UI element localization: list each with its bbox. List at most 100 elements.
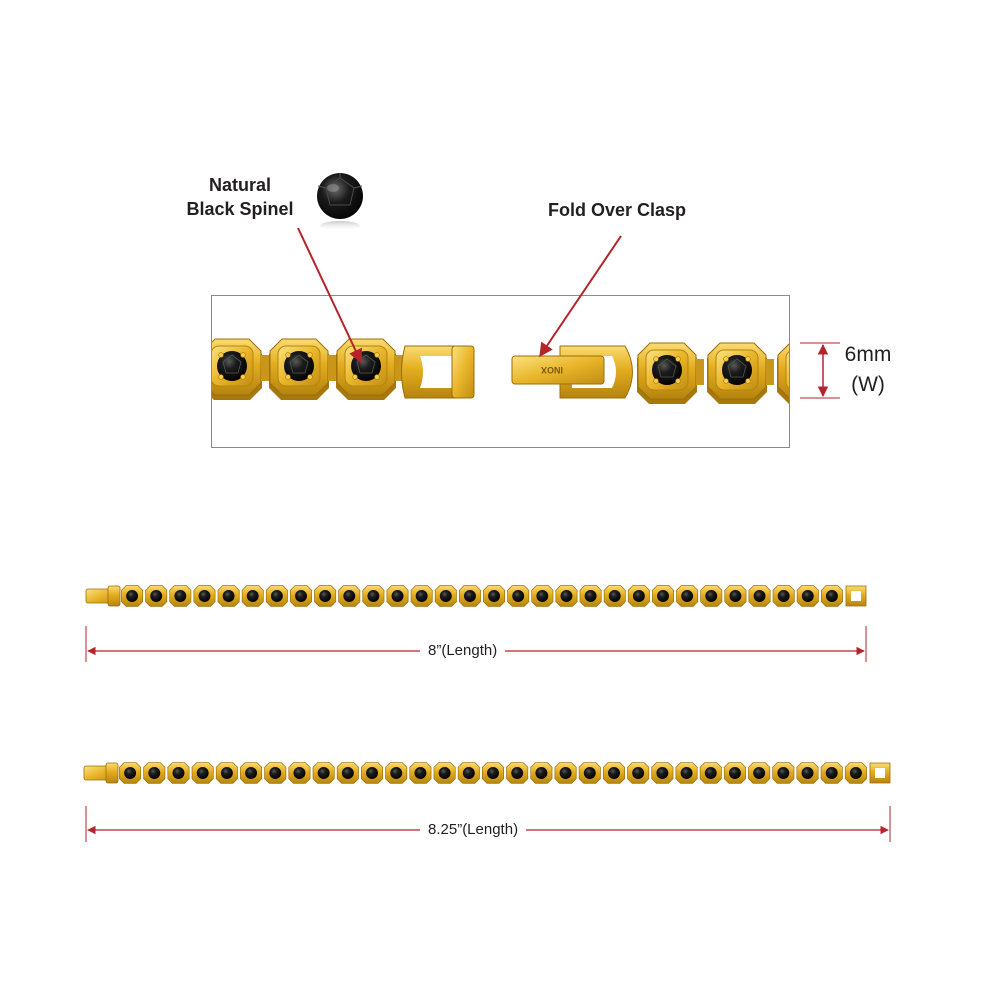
- bracelet-link: [410, 585, 433, 607]
- bracelet-link: [433, 762, 456, 784]
- detail-stone: [792, 355, 822, 385]
- bracelet-link: [288, 762, 311, 784]
- bracelet-link: [386, 585, 409, 607]
- bracelet-stone: [680, 767, 693, 779]
- detail-link: [637, 342, 704, 404]
- bracelet-link: [651, 762, 674, 784]
- bracelet-stone: [777, 590, 790, 602]
- bracelet-link: [506, 762, 529, 784]
- bracelet-link: [193, 585, 216, 607]
- bracelet-link: [385, 762, 408, 784]
- bracelet-stone: [391, 590, 404, 602]
- bracelet-stone: [608, 590, 621, 602]
- bracelet-link: [361, 762, 384, 784]
- bracelet-stone: [536, 590, 549, 602]
- bracelet-stone: [656, 767, 669, 779]
- detail-stone: [652, 355, 682, 385]
- spinel-pointer-arrow: [297, 227, 362, 364]
- bracelet-stone: [220, 767, 233, 779]
- bracelet-link: [482, 762, 504, 784]
- bracelet-link: [748, 762, 771, 784]
- bracelet-link: [241, 585, 264, 607]
- black-spinel-gem-icon: [317, 173, 363, 231]
- bracelet-link: [675, 762, 698, 784]
- bracelet-link: [627, 585, 650, 607]
- bracelet-stone: [462, 767, 475, 779]
- bracelet-detail-closeup: INOX: [135, 338, 822, 404]
- bracelet-link: [627, 762, 650, 784]
- width-label: 6mm (W): [830, 340, 906, 400]
- bracelet-link: [167, 762, 190, 784]
- bracelet-stone: [390, 767, 403, 779]
- bracelet-stone: [487, 767, 499, 779]
- bracelet-stone: [849, 767, 862, 779]
- bracelet-link: [652, 585, 674, 607]
- bracelet-stone: [124, 767, 137, 779]
- bracelet-stone: [729, 590, 742, 602]
- bracelet-stone: [535, 767, 548, 779]
- bracelet-stone: [753, 590, 766, 602]
- spinel-label: Natural Black Spinel: [180, 173, 300, 221]
- bracelet-stone: [632, 767, 645, 779]
- bracelet-link: [772, 762, 795, 784]
- bracelet-stone: [319, 590, 332, 602]
- bracelet-link: [603, 585, 626, 607]
- bracelet-stone: [341, 767, 354, 779]
- bracelet-link: [434, 585, 457, 607]
- bracelet-link: [290, 585, 312, 607]
- clasp-tongue: [511, 355, 605, 385]
- bracelet-stone: [463, 590, 476, 602]
- bracelet-stone: [728, 767, 741, 779]
- bracelet-link: [240, 762, 263, 784]
- bracelet-stone: [317, 767, 330, 779]
- bracelet-link: [772, 585, 795, 607]
- bracelet-stone: [801, 767, 814, 779]
- bracelet-link: [796, 585, 819, 607]
- bracelet-stone: [583, 767, 596, 779]
- bracelet-stone: [511, 767, 524, 779]
- bracelet-8-25-inch: [83, 762, 891, 784]
- bracelet-link: [362, 585, 385, 607]
- bracelet-link: [119, 762, 142, 784]
- bracelet-stone: [366, 767, 378, 779]
- spinel-label-line2: Black Spinel: [186, 199, 294, 219]
- bracelet-link: [699, 762, 722, 784]
- bracelet-link: [676, 585, 699, 607]
- bracelet-stone: [657, 590, 669, 602]
- bracelet-link: [143, 762, 166, 784]
- detail-link: [269, 338, 336, 400]
- detail-link: [707, 342, 774, 404]
- bracelet-link: [579, 585, 602, 607]
- bracelet-link: [215, 762, 238, 784]
- bracelet-stone: [825, 590, 838, 602]
- bracelet-link: [145, 585, 168, 607]
- bracelet-stone: [245, 767, 258, 779]
- bracelet-stone: [705, 590, 718, 602]
- bracelet-link: [844, 762, 867, 784]
- bracelet-stone: [584, 590, 597, 602]
- detail-stone: [722, 355, 752, 385]
- clasp-open-end: [401, 345, 475, 399]
- bracelet-link: [409, 762, 432, 784]
- bracelet-stone: [488, 590, 501, 602]
- bracelet-link: [217, 585, 240, 607]
- detail-link: [212, 338, 269, 400]
- bracelet-stone: [196, 767, 209, 779]
- bracelet-stone: [415, 590, 428, 602]
- clasp-pointer-arrow: [539, 235, 622, 358]
- bracelet-link: [531, 585, 554, 607]
- bracelet-stone: [295, 590, 307, 602]
- detail-stone: [150, 351, 180, 381]
- bracelet-link: [457, 762, 480, 784]
- bracelet-stone: [293, 767, 306, 779]
- bracelet-stone: [367, 590, 380, 602]
- bracelet-stone: [150, 590, 163, 602]
- bracelet-link: [555, 585, 578, 607]
- detail-stone: [284, 351, 314, 381]
- width-dimension: [800, 342, 840, 399]
- bracelet-link: [820, 585, 843, 607]
- detail-link: [135, 339, 202, 400]
- fold-over-clasp: INOX: [511, 345, 633, 399]
- width-unit: (W): [851, 373, 885, 396]
